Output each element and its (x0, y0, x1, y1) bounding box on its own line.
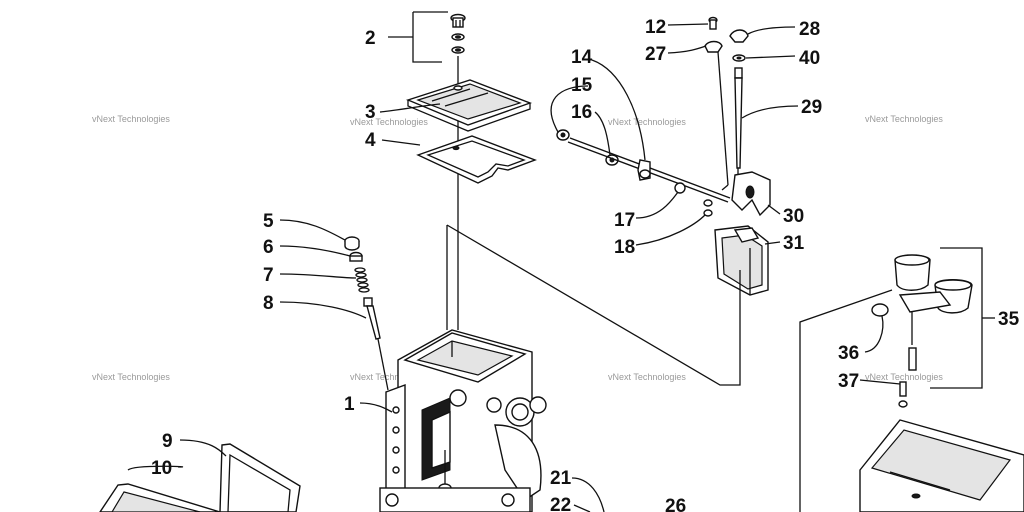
part-15-washer (556, 129, 570, 141)
part-8-needle (363, 297, 389, 391)
part-36-pin (871, 303, 917, 371)
callout-10: 10 (151, 458, 172, 479)
bracket-35 (930, 247, 983, 389)
callout-1: 1 (344, 394, 355, 415)
callout-21: 21 (550, 468, 572, 489)
part-12-screw (708, 16, 718, 30)
callout-29: 29 (801, 97, 822, 118)
part-5-cap (344, 236, 360, 251)
callout-6: 6 (263, 237, 274, 258)
callout-22: 22 (550, 495, 571, 512)
callout-35: 35 (998, 309, 1020, 330)
part-14-shaft (567, 137, 731, 203)
callout-26: 26 (665, 496, 686, 512)
callout-17: 17 (614, 210, 635, 231)
watermark: vNext Technologies (608, 117, 686, 127)
callout-30: 30 (783, 206, 804, 227)
connector-lines (446, 224, 893, 512)
part-18-clip (703, 199, 713, 217)
callout-27: 27 (645, 44, 666, 65)
callout-16: 16 (571, 102, 592, 123)
watermark: vNext Technologies (350, 117, 428, 127)
callout-3: 3 (365, 102, 376, 123)
callout-9: 9 (162, 431, 173, 452)
part-28-clip (729, 29, 749, 43)
part-27-clip (704, 40, 729, 191)
part-3-cover (405, 79, 533, 132)
part-7-spring (354, 267, 370, 293)
callout-18: 18 (614, 237, 635, 258)
watermark: vNext Technologies (865, 372, 943, 382)
part-10-plate (99, 483, 221, 512)
float-bowl (859, 419, 1024, 512)
callout-36: 36 (838, 343, 859, 364)
callout-37: 37 (838, 371, 859, 392)
callout-28: 28 (799, 19, 820, 40)
part-4-gasket (416, 135, 537, 184)
callout-40: 40 (799, 48, 820, 69)
watermark: vNext Technologies (92, 372, 170, 382)
part-1-carburetor-body (379, 329, 547, 512)
callout-5: 5 (263, 211, 274, 232)
part-40-washer (732, 54, 746, 62)
callout-4: 4 (365, 130, 376, 151)
callout-7: 7 (263, 265, 274, 286)
watermark: vNext Technologies (350, 372, 428, 382)
part-30-holder (731, 171, 771, 217)
part-35-float-assembly (894, 254, 973, 345)
part-2-screw-washer (450, 13, 466, 54)
callout-2: 2 (365, 28, 376, 49)
part-9-gasket (219, 443, 301, 512)
bracket-2 (412, 12, 442, 63)
watermark: vNext Technologies (865, 114, 943, 124)
part-37-float-valve (898, 381, 908, 408)
part-6-nut (349, 251, 363, 262)
callout-14: 14 (571, 47, 593, 68)
callout-31: 31 (783, 233, 805, 254)
callout-12: 12 (645, 17, 666, 38)
part-29-jet-needle (734, 67, 743, 175)
leader-lines (127, 23, 901, 512)
part-31-throttle-slide (714, 225, 769, 296)
part-17-washer (674, 182, 686, 194)
callout-8: 8 (263, 293, 274, 314)
watermark: vNext Technologies (92, 114, 170, 124)
callout-numbers: 1 2 3 4 5 6 7 8 9 10 12 14 15 16 17 18 2… (151, 17, 1020, 512)
watermarks: vNext Technologies vNext Technologies vN… (92, 114, 943, 382)
watermark: vNext Technologies (608, 372, 686, 382)
callout-15: 15 (571, 75, 593, 96)
